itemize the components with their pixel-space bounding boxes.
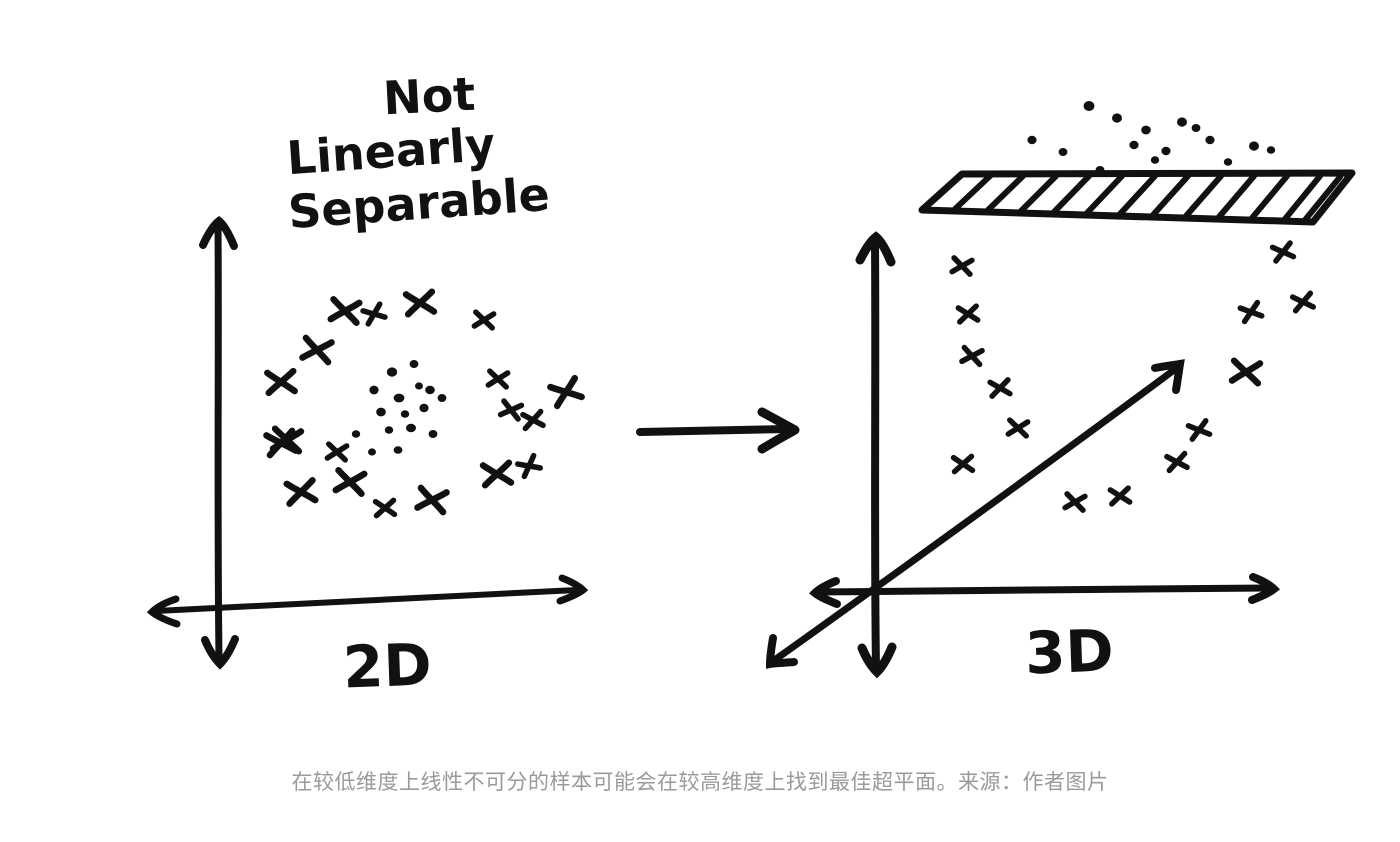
2d-class-dot-markers (351, 360, 447, 456)
3d-horizontal-axis (809, 573, 1280, 608)
3d-class-dot-markers (1027, 101, 1276, 174)
separating-hyperplane (918, 169, 1356, 226)
3d-panel: 3D (765, 101, 1356, 688)
3d-depth-axis (765, 359, 1185, 669)
2d-panel: 2D (146, 215, 589, 702)
2d-horizontal-axis (146, 574, 589, 628)
label-3d: 3D (1024, 616, 1115, 687)
title-line-1: Not (382, 67, 477, 126)
3d-class-x-markers (952, 243, 1313, 510)
transform-arrow-icon (636, 407, 800, 454)
2d-class-x-markers (266, 292, 581, 516)
2d-vertical-axis (199, 215, 239, 670)
3d-vertical-axis (855, 231, 897, 679)
label-2d: 2D (342, 630, 433, 701)
figure-caption: 在较低维度上线性不可分的样本可能会在较高维度上找到最佳超平面。来源：作者图片 (291, 770, 1109, 794)
title-not-linearly-separable: Not Linearly Separable (285, 67, 551, 239)
